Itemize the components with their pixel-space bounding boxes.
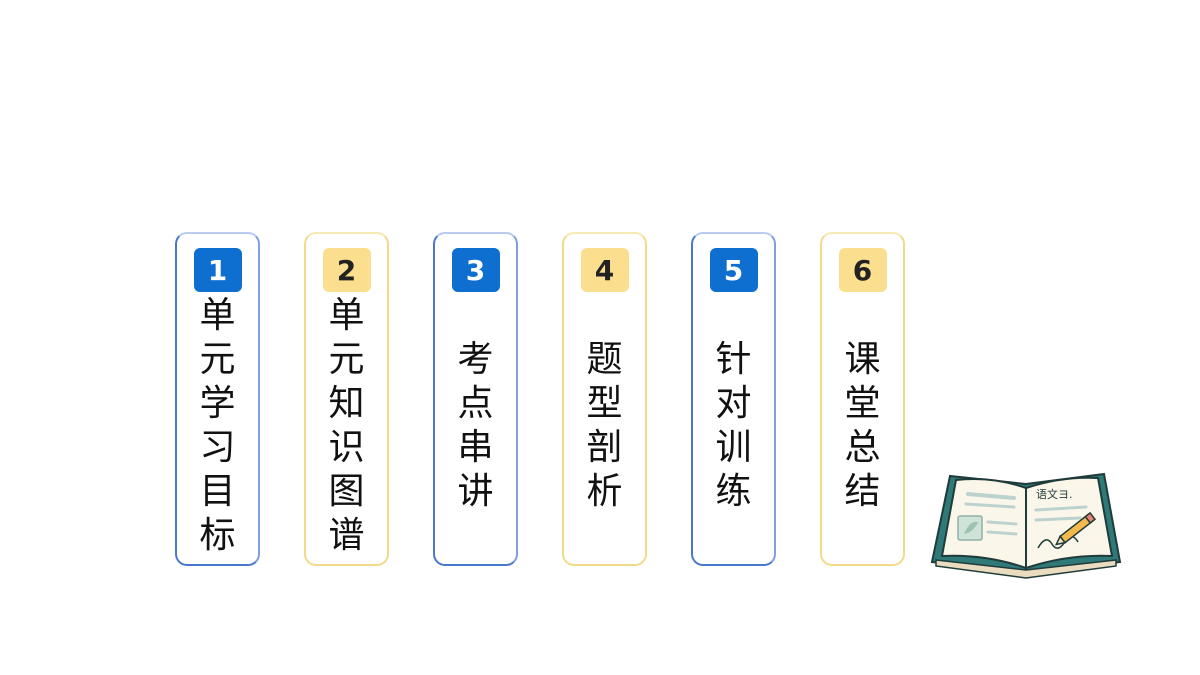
chapter-label-char: 点 xyxy=(457,383,494,424)
chapter-label-char: 单 xyxy=(199,295,236,336)
chapter-label-char: 课 xyxy=(844,339,881,380)
chapter-card-2[interactable]: 2 单元知识图谱 xyxy=(304,232,389,566)
chapter-label-char: 图 xyxy=(328,471,365,512)
chapter-label: 单元学习目标 xyxy=(177,295,258,556)
chapter-label-char: 知 xyxy=(328,383,365,424)
chapter-label-char: 习 xyxy=(199,427,236,468)
chapter-label-char: 讲 xyxy=(457,471,494,512)
chapter-label-char: 结 xyxy=(844,471,881,512)
chapter-number-badge: 4 xyxy=(580,248,629,292)
chapter-label-char: 串 xyxy=(457,427,494,468)
chapter-label-char: 标 xyxy=(199,515,236,556)
chapter-label-char: 训 xyxy=(715,427,752,468)
chapter-number-badge: 5 xyxy=(709,248,758,292)
chapter-label-char: 目 xyxy=(199,471,236,512)
chapter-label-char: 剖 xyxy=(586,427,623,468)
chapter-card-4[interactable]: 4 题型剖析 xyxy=(562,232,647,566)
chapter-label-char: 元 xyxy=(199,339,236,380)
chapter-label-char: 针 xyxy=(715,339,752,380)
chapter-card-5[interactable]: 5 针对训练 xyxy=(691,232,776,566)
chapter-label-char: 单 xyxy=(328,295,365,336)
chapter-label: 课堂总结 xyxy=(822,300,903,552)
chapter-label-char: 学 xyxy=(199,383,236,424)
chapter-label-char: 题 xyxy=(586,339,623,380)
chapter-label-char: 析 xyxy=(586,471,623,512)
chapter-number-badge: 3 xyxy=(451,248,500,292)
chapter-number-badge: 6 xyxy=(838,248,887,292)
chapter-label-char: 元 xyxy=(328,339,365,380)
chapter-label-char: 谱 xyxy=(328,515,365,556)
chapter-card-1[interactable]: 1 单元学习目标 xyxy=(175,232,260,566)
open-book-icon: 语文ヨ. xyxy=(930,472,1122,579)
chapter-label: 针对训练 xyxy=(693,300,774,552)
chapter-number-badge: 1 xyxy=(193,248,242,292)
chapter-card-3[interactable]: 3 考点串讲 xyxy=(433,232,518,566)
chapter-label-char: 型 xyxy=(586,383,623,424)
chapter-label-char: 对 xyxy=(715,383,752,424)
chapter-label: 题型剖析 xyxy=(564,300,645,552)
chapter-label-char: 练 xyxy=(715,471,752,512)
chapter-label-char: 堂 xyxy=(844,383,881,424)
chapter-label: 单元知识图谱 xyxy=(306,295,387,556)
chapter-number-badge: 2 xyxy=(322,248,371,292)
chapter-label: 考点串讲 xyxy=(435,300,516,552)
chapter-label-char: 识 xyxy=(328,427,365,468)
chapter-label-char: 总 xyxy=(844,427,881,468)
chapter-card-6[interactable]: 6 课堂总结 xyxy=(820,232,905,566)
book-page-text: 语文ヨ. xyxy=(1036,487,1073,501)
chapter-label-char: 考 xyxy=(457,339,494,380)
